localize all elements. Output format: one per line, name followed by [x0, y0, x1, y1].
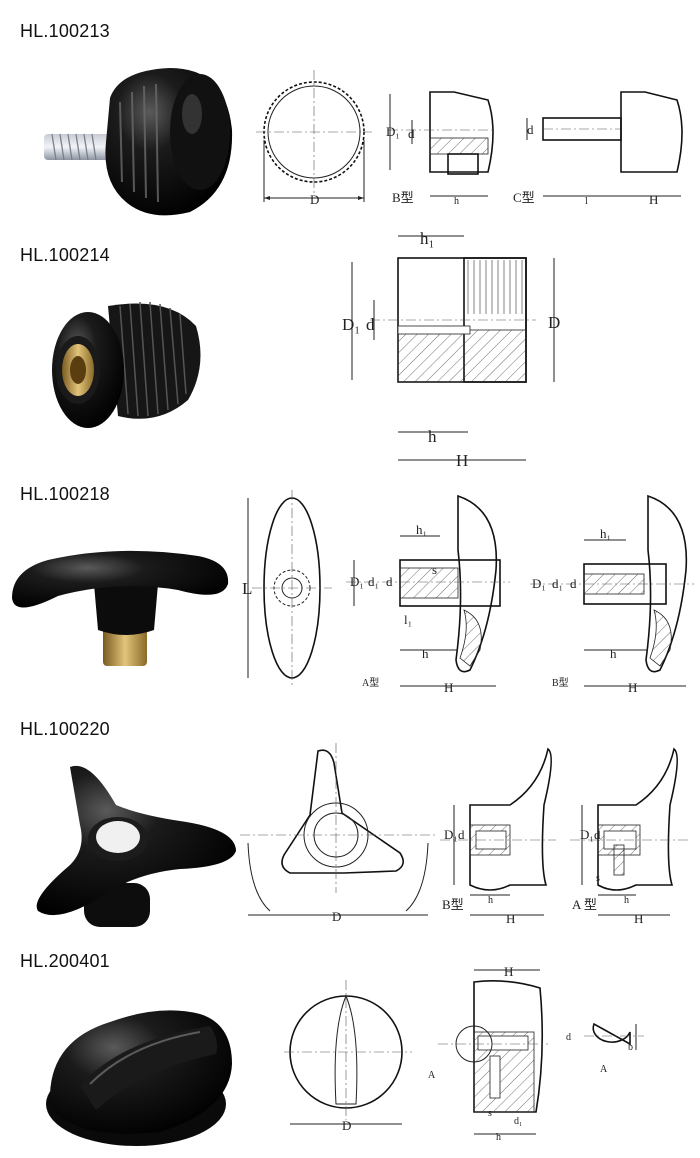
dim-label: d₁ — [552, 576, 563, 591]
thumb-screw-knob-photo — [44, 68, 233, 216]
dim-label: d₁ — [368, 574, 379, 589]
dim-label: b — [628, 1042, 633, 1053]
dim-label: H — [628, 680, 637, 695]
dim-label: s — [596, 873, 600, 884]
dim-label: h — [428, 427, 437, 446]
product-row-200401: HL.200401 D H A s d₁ h d b A — [0, 940, 700, 1158]
top-view-drawing: D — [284, 980, 412, 1133]
dim-label: H — [444, 680, 453, 695]
dim-label: d — [366, 315, 375, 334]
dim-label: h — [454, 196, 459, 207]
dim-label: H — [649, 192, 658, 207]
side-section-drawing: H A s d₁ h — [428, 964, 548, 1143]
dim-label: H — [456, 451, 468, 470]
dim-label: h₁ — [420, 229, 434, 248]
dim-label: H — [504, 964, 513, 979]
section-label: A — [428, 1070, 436, 1081]
dim-label: h — [624, 895, 629, 906]
dim-label: h — [496, 1132, 501, 1143]
dim-label: D — [332, 909, 341, 924]
product-row-100213: HL.100213 D D₁ — [0, 0, 700, 230]
dim-label: D₁ — [580, 827, 594, 842]
product-row-100218: HL.100218 L h₁ s D₁ d₁ d l₁ h A型 H — [0, 470, 700, 705]
type-label: C型 — [513, 190, 535, 205]
dim-label: D — [310, 192, 319, 207]
dim-label: d — [527, 122, 534, 137]
dim-label: d — [386, 574, 393, 589]
product-code: HL.200401 — [20, 951, 110, 971]
dim-label: d — [408, 126, 415, 141]
dim-label: s — [432, 562, 437, 577]
dim-label: D₁ — [350, 574, 364, 589]
dim-label: d₁ — [514, 1116, 523, 1127]
dim-label: D — [342, 1118, 351, 1133]
dim-label: d — [570, 576, 577, 591]
section-label: A — [600, 1064, 608, 1075]
t-bar-knob-photo — [12, 550, 229, 666]
dim-label: h₁ — [416, 522, 427, 537]
product-code: HL.100220 — [20, 719, 110, 739]
product-code: HL.100218 — [20, 484, 110, 504]
type-label: A 型 — [572, 897, 597, 912]
dim-label: h₁ — [600, 526, 611, 541]
dim-label: s — [488, 1108, 492, 1119]
dim-label: D₁ — [386, 124, 400, 139]
pointer-knob-photo — [46, 1010, 232, 1146]
product-code: HL.100213 — [20, 21, 110, 41]
type-label: B型 — [442, 897, 464, 912]
dim-label: D — [548, 313, 560, 332]
knurled-nut-knob-photo — [52, 301, 201, 428]
type-b-drawing: h₁ D₁ d₁ d h B型 H — [530, 494, 694, 695]
dim-label: d — [458, 827, 465, 842]
front-view-drawing: D — [256, 70, 372, 207]
type-label: A型 — [362, 676, 379, 689]
dim-label: d — [566, 1032, 571, 1043]
dim-label: D₁ — [444, 827, 458, 842]
type-label: B型 — [392, 190, 414, 205]
dim-label: l₁ — [404, 612, 412, 627]
dim-label: h — [422, 646, 429, 661]
type-a-drawing: h₁ s D₁ d₁ d l₁ h A型 H — [346, 494, 510, 695]
dim-label: h — [488, 895, 493, 906]
type-b-drawing: D₁ d B型 h — [386, 91, 496, 207]
three-lobe-knob-photo — [36, 765, 236, 927]
dim-label: d — [594, 827, 601, 842]
dim-label: l — [585, 196, 588, 207]
cross-section-drawing: h₁ D₁ d D h H — [342, 229, 560, 470]
product-row-100214: HL.100214 h₁ D₁ d D — [0, 229, 700, 470]
type-a-drawing: D₁ d s A 型 h H — [570, 747, 688, 926]
dim-label: D₁ — [532, 576, 546, 591]
dim-label: L — [242, 579, 252, 598]
product-row-100220: HL.100220 D D₁ d B型 h H — [0, 705, 700, 940]
top-view-drawing: L — [242, 490, 332, 686]
dim-label: D₁ — [342, 315, 360, 334]
dim-label: H — [506, 911, 515, 926]
product-code: HL.100214 — [20, 245, 110, 265]
dim-label: h — [610, 646, 617, 661]
type-b-drawing: D₁ d B型 h H — [440, 747, 556, 926]
type-label: B型 — [552, 676, 569, 689]
type-c-drawing: d C型 l H — [513, 91, 683, 207]
section-a-detail: d b A — [566, 1022, 644, 1075]
top-view-drawing: D — [240, 743, 436, 924]
dim-label: H — [634, 911, 643, 926]
